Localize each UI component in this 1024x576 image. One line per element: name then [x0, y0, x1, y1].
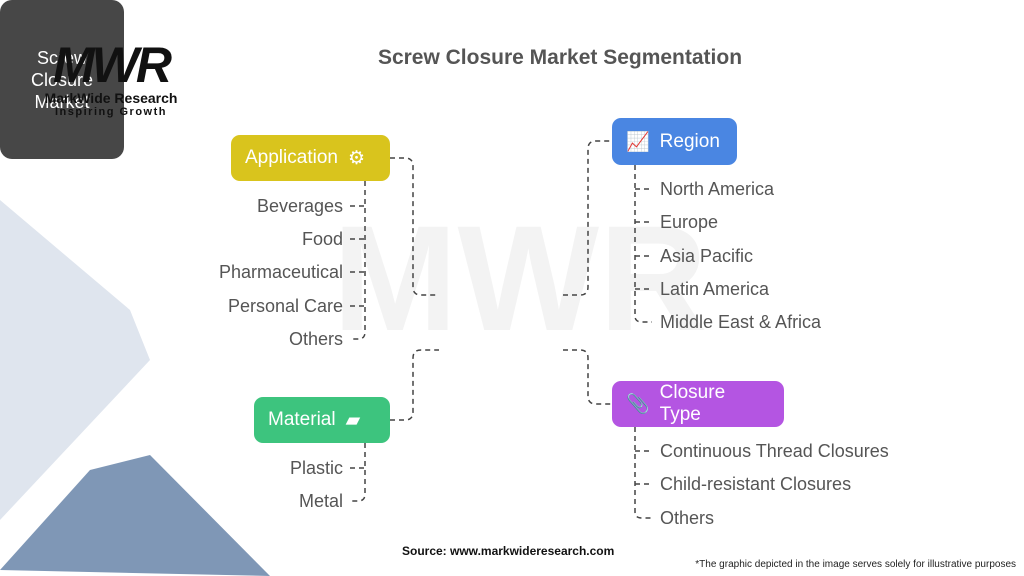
- list-item: Beverages: [256, 196, 343, 216]
- category-application: Application⚙: [231, 135, 390, 181]
- list-item: Child-resistant Closures: [660, 474, 852, 494]
- list-item: Continuous Thread Closures: [660, 441, 889, 461]
- logo: MWR MarkWide Research Inspiring Growth: [44, 37, 178, 118]
- list-item: Metal: [298, 491, 343, 511]
- center-node: Screw Closure Market: [0, 0, 124, 159]
- list-item: Asia Pacific: [660, 246, 754, 266]
- chart-question-icon: 📈: [626, 131, 650, 153]
- category-closure-type: 📎Closure Type: [612, 381, 784, 427]
- list-item: Plastic: [289, 458, 343, 478]
- category-material: Material▰: [254, 397, 390, 443]
- paperclip-icon: 📎: [626, 394, 650, 415]
- list-item: Personal Care: [227, 296, 343, 316]
- list-item: Europe: [660, 212, 719, 232]
- source-text: Source: www.markwideresearch.com: [402, 544, 615, 558]
- list-item: Latin America: [660, 279, 770, 299]
- brick-icon: ▰: [345, 409, 361, 431]
- list-item: North America: [660, 179, 775, 199]
- category-region: 📈Region: [612, 118, 737, 165]
- list-item: Pharmaceutical: [218, 262, 343, 282]
- list-item: Others: [660, 508, 715, 528]
- list-item: Food: [301, 229, 343, 249]
- svg-text:MWR: MWR: [333, 194, 708, 362]
- footnote: *The graphic depicted in the image serve…: [695, 559, 1016, 570]
- list-item: Others: [288, 329, 343, 349]
- list-item: Middle East & Africa: [660, 312, 822, 332]
- page-title: Screw Closure Market Segmentation: [377, 46, 743, 69]
- connectors: [350, 140, 652, 519]
- gear-wrench-icon: ⚙: [347, 147, 365, 169]
